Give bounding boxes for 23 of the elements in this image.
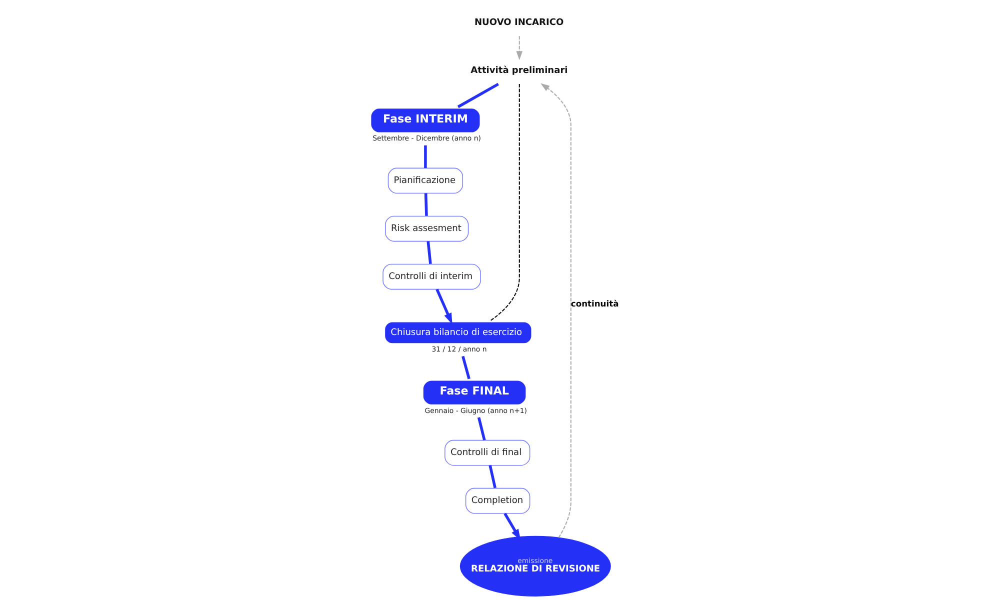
node-box: Fase FINAL: [422, 380, 526, 404]
node-box: Risk assesment: [384, 216, 468, 242]
node-text: Attività preliminari: [470, 66, 568, 76]
arrow: [540, 83, 571, 538]
connector: [456, 82, 498, 108]
node-text: NUOVO INCARICO: [474, 18, 564, 28]
connector: [424, 193, 428, 216]
connector: [488, 465, 496, 488]
connector: [476, 417, 486, 441]
node-box: Fase INTERIM: [370, 108, 480, 132]
node-box: Pianificazione: [387, 168, 463, 194]
arrow: [435, 288, 452, 324]
connector: [490, 84, 520, 321]
node-box: Controlli di final: [444, 440, 530, 466]
edge-label: continuità: [570, 298, 618, 308]
connector: [461, 356, 470, 380]
connector: [426, 241, 432, 264]
node-box: Chiusura bilancio di esercizio: [384, 322, 531, 344]
arrow: [516, 36, 522, 60]
connector: [424, 145, 426, 168]
node-box: Controlli di interim: [382, 264, 480, 290]
node-box: Completion: [464, 488, 530, 514]
arrow: [503, 512, 520, 540]
